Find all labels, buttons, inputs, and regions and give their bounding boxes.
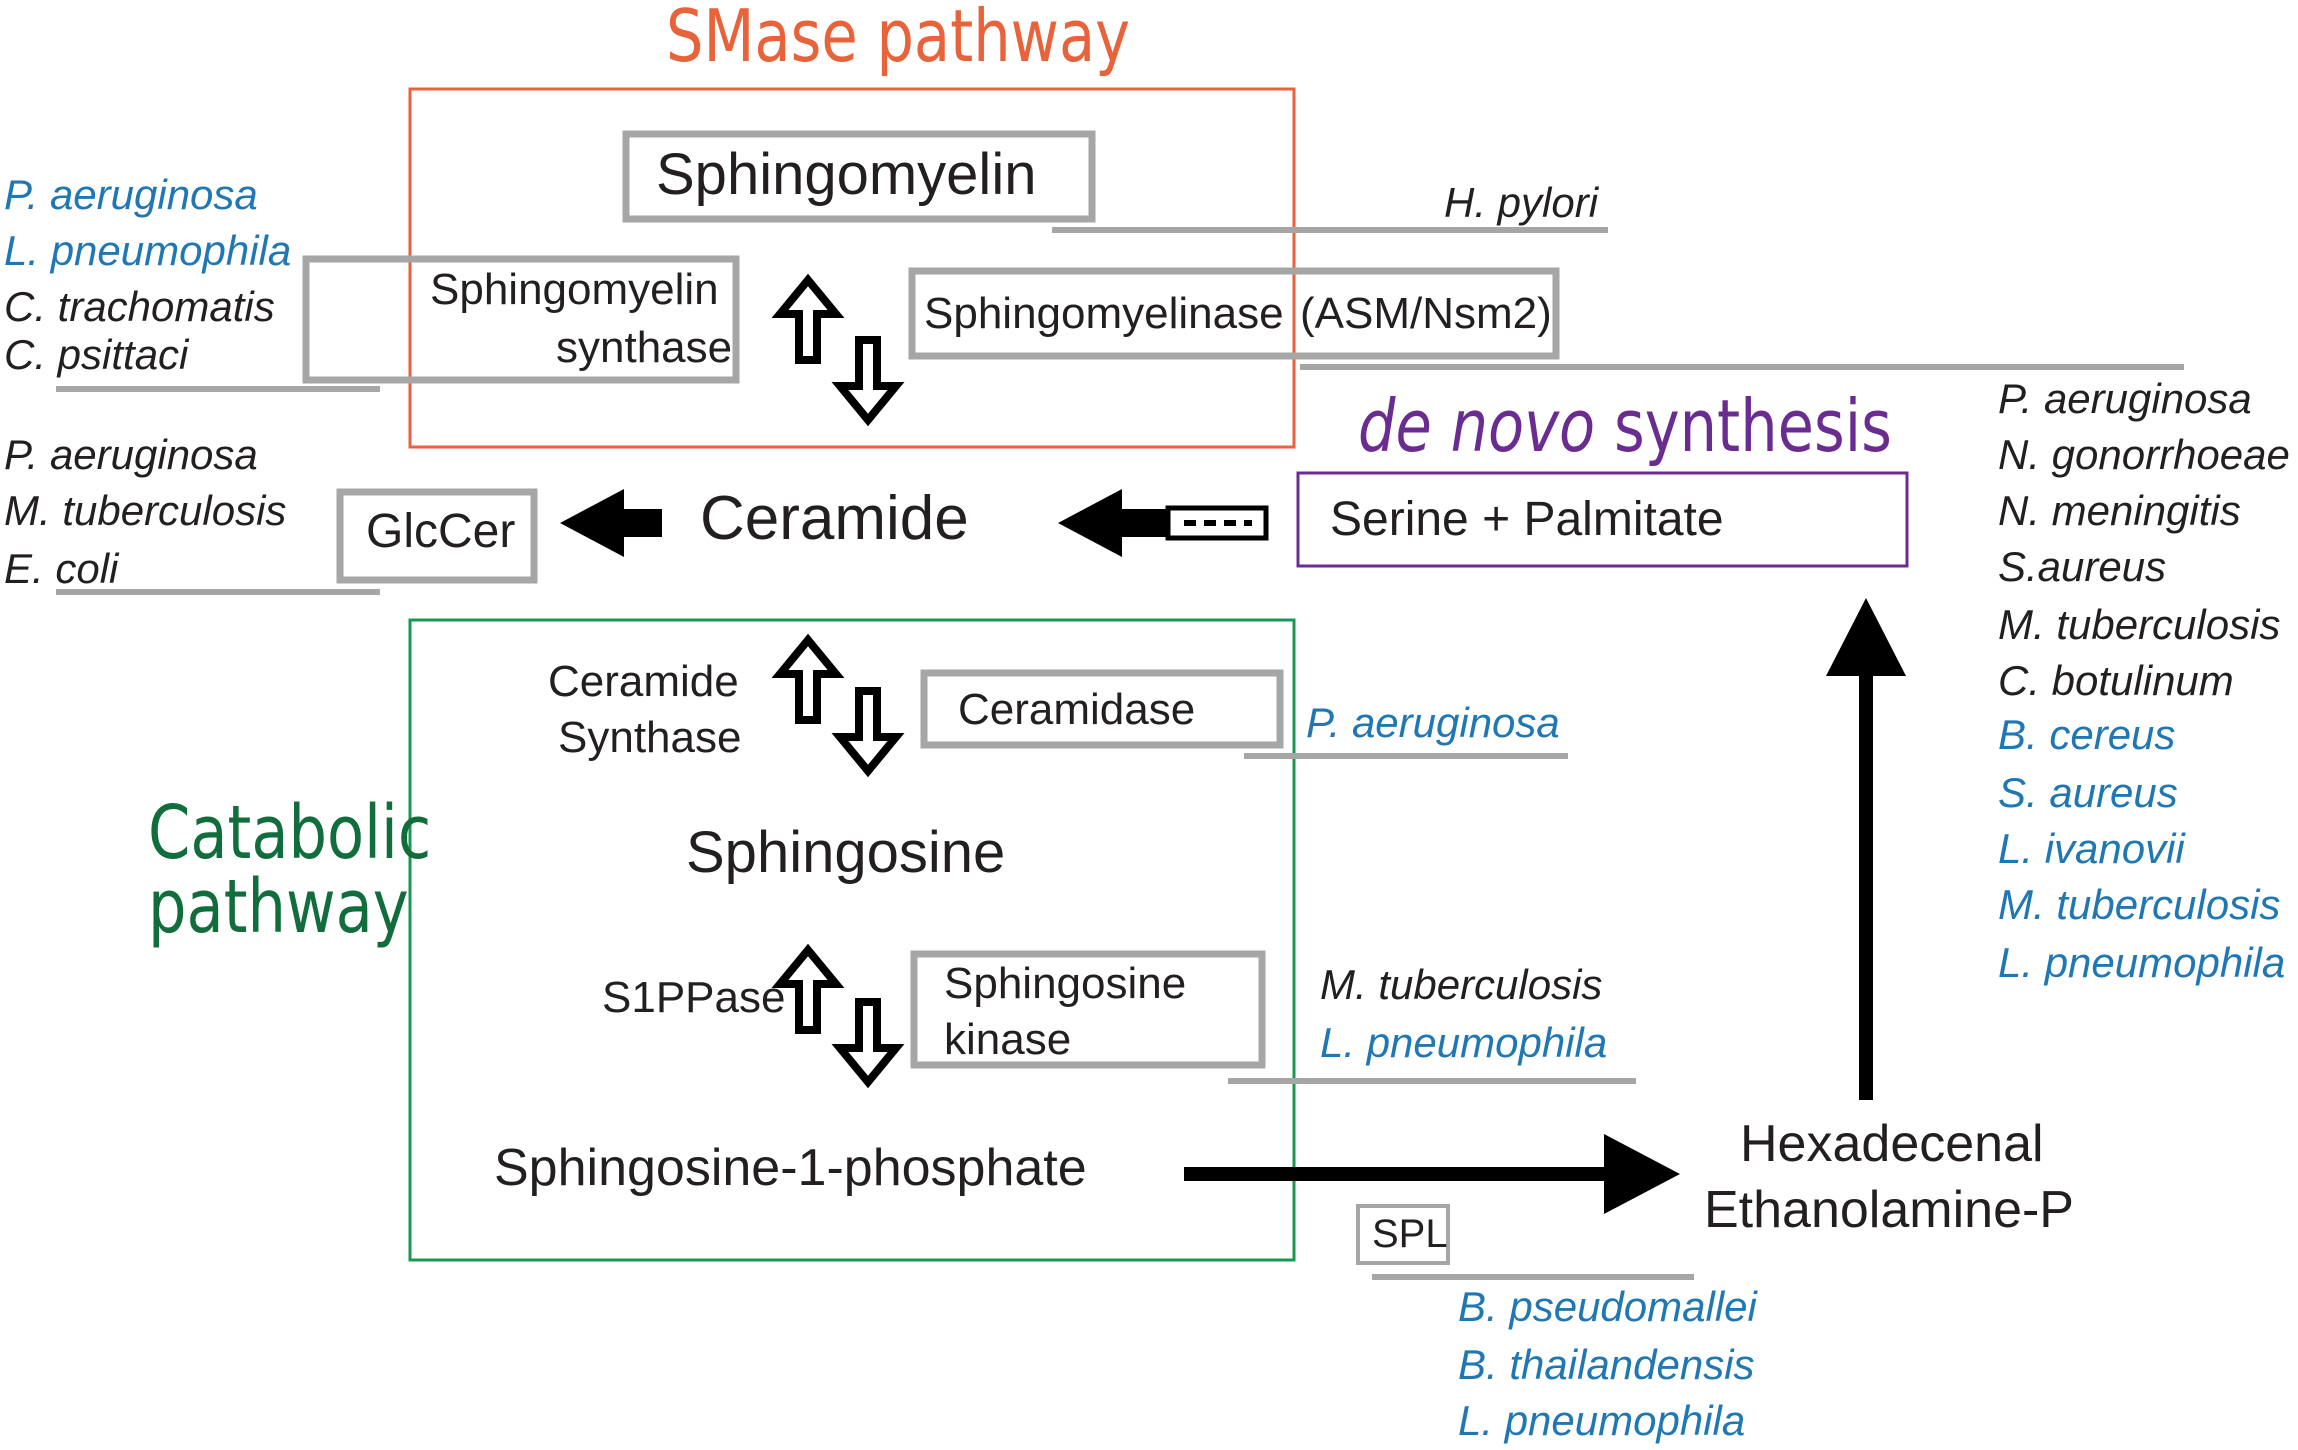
sm-synthase-label-2: synthase: [556, 323, 733, 372]
organism-sms-cpsittaci: C. psittaci: [4, 331, 189, 378]
sphingosine-kinase-label-1: Sphingosine: [944, 959, 1187, 1008]
organism-glccer-ecoli: E. coli: [4, 545, 119, 592]
s1ppase-label: S1PPase: [602, 973, 786, 1022]
organism-sms-ctrachomatis: C. trachomatis: [4, 283, 275, 330]
ceramidase-box: [920, 669, 1284, 749]
catabolic-pathway-box: [408, 618, 1296, 1262]
spl-box: [1356, 1204, 1450, 1265]
organism-right-saureus: S.aureus: [1998, 543, 2167, 590]
synthesis-label: synthesis: [1613, 384, 1892, 468]
organism-sphk-lpneumophila: L. pneumophila: [1320, 1019, 1608, 1066]
s1p-label: Sphingosine-1-phosphate: [494, 1139, 1087, 1197]
denovo-italic-label: de novo: [1358, 384, 1596, 468]
sphingosine-label: Sphingosine: [686, 820, 1006, 885]
glccer-box: [336, 488, 538, 584]
sm-synthase-box: [302, 255, 740, 384]
bidirectional-arrow-ceramide-sphingosine: [771, 633, 905, 778]
organism-right-livanovii: L. ivanovii: [1998, 825, 2185, 872]
sphingomyelin-box: [622, 130, 1096, 223]
bidirectional-arrow-sm-ceramide: [771, 273, 905, 427]
organism-sms-paeruginosa: P. aeruginosa: [4, 171, 258, 218]
ceramide-synthase-label-1: Ceramide: [548, 657, 739, 706]
serine-palmitate-label: Serine + Palmitate: [1330, 493, 1724, 546]
ethanolamine-p-label: Ethanolamine-P: [1704, 1181, 2074, 1239]
organism-right-lpneumophila: L. pneumophila: [1998, 939, 2286, 986]
pathway-title: pathway: [148, 864, 409, 950]
arrow-denovo-to-ceramide: [1058, 489, 1269, 557]
organism-right-bcereus: B. cereus: [1998, 711, 2176, 758]
arrow-ceramide-to-glccer: [560, 489, 662, 557]
organism-right-mtuberculosis: M. tuberculosis: [1998, 601, 2281, 648]
denovo-synthesis-box: [1296, 471, 1909, 568]
glccer-label: GlcCer: [366, 505, 516, 558]
sphk-box: [910, 950, 1266, 1069]
organism-sphk-mtuberculosis: M. tuberculosis: [1320, 961, 1603, 1008]
organism-ceramidase-paeruginosa: P. aeruginosa: [1306, 699, 1560, 746]
smase-box: [908, 267, 1560, 360]
organism-right-cbotulinum: C. botulinum: [1998, 657, 2234, 704]
arrow-hexadecenal-to-denovo: [1826, 598, 1906, 1100]
ceramide-synthase-label-2: Synthase: [558, 713, 742, 762]
catabolic-title: Catabolic: [148, 790, 432, 876]
spl-label: SPL: [1372, 1212, 1448, 1256]
organism-glccer-mtuberculosis: M. tuberculosis: [4, 487, 287, 534]
organism-spl-bthailandensis: B. thailandensis: [1458, 1341, 1755, 1388]
bidirectional-arrow-sphingosine-s1p: [771, 943, 905, 1089]
sm-synthase-label-1: Sphingomyelin: [430, 265, 719, 314]
ceramidase-label: Ceramidase: [958, 685, 1196, 734]
smase-label: Sphingomyelinase: [924, 289, 1284, 338]
organism-spl-lpneumophila: L. pneumophila: [1458, 1397, 1746, 1444]
organism-right-nmeningitis: N. meningitis: [1998, 487, 2241, 534]
organism-sms-lpneumophila: L. pneumophila: [4, 227, 292, 274]
organism-right-paeruginosa: P. aeruginosa: [1998, 375, 2252, 422]
organism-hpylori: H. pylori: [1444, 179, 1599, 226]
organism-spl-bpseudomallei: B. pseudomallei: [1458, 1283, 1757, 1330]
sphingosine-kinase-label-2: kinase: [944, 1015, 1072, 1064]
smase-pathway-title: SMase pathway: [666, 0, 1131, 78]
asm-nsm2-label: (ASM/Nsm2): [1300, 289, 1552, 338]
arrow-s1p-to-hexadecenal: [1184, 1134, 1680, 1214]
organism-right-ngonorrhoeae: N. gonorrhoeae: [1998, 431, 2290, 478]
hexadecenal-label: Hexadecenal: [1740, 1115, 2044, 1173]
denovo-synthesis-title: de novo synthesis: [1358, 390, 1892, 462]
organism-glccer-paeruginosa: P. aeruginosa: [4, 431, 258, 478]
ceramide-label: Ceramide: [700, 484, 969, 553]
organism-right-mtuberculosis-2: M. tuberculosis: [1998, 881, 2281, 928]
sphingomyelin-label: Sphingomyelin: [656, 142, 1037, 207]
organism-right-saureus-2: S. aureus: [1998, 769, 2178, 816]
